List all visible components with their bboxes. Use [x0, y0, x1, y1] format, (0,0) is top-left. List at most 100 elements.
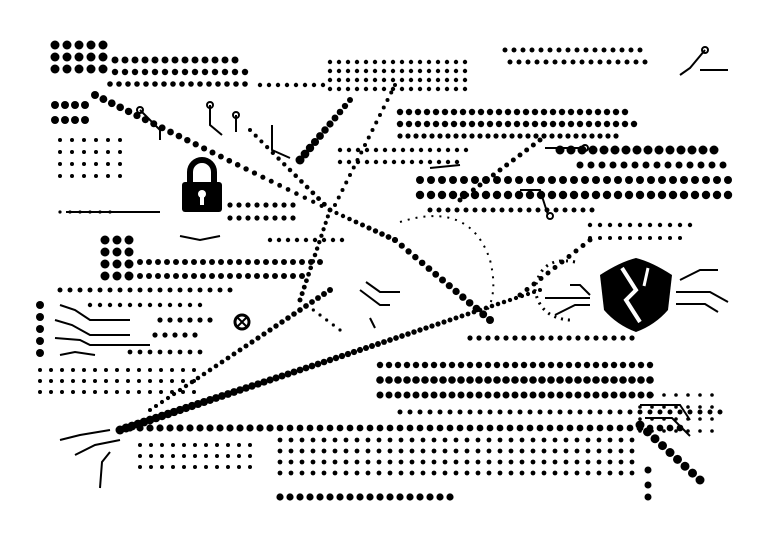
dot: [662, 393, 666, 397]
dot: [516, 424, 524, 432]
dot: [207, 317, 213, 323]
dot: [592, 176, 600, 184]
dot: [403, 376, 411, 384]
dot: [650, 405, 654, 409]
dot: [107, 99, 116, 108]
dot: [181, 68, 189, 76]
dot: [146, 273, 152, 279]
dot: [187, 302, 193, 308]
dot: [338, 328, 342, 332]
dot: [566, 424, 574, 432]
dot: [669, 176, 677, 184]
dot: [138, 454, 142, 458]
dot: [321, 126, 329, 134]
dot: [453, 459, 459, 465]
dot: [632, 145, 642, 155]
dot: [192, 141, 199, 148]
dot: [610, 376, 618, 384]
dot: [479, 310, 488, 319]
dot: [77, 287, 83, 293]
dot: [253, 133, 258, 138]
dot: [586, 424, 594, 432]
dot: [38, 379, 42, 383]
dot: [387, 437, 393, 443]
dot: [339, 237, 345, 243]
dot: [426, 190, 436, 200]
dot: [171, 443, 175, 447]
dot: [710, 393, 714, 397]
dot: [299, 448, 305, 454]
dot: [525, 190, 535, 200]
dot: [508, 459, 514, 465]
dot: [580, 190, 590, 200]
dot: [332, 354, 340, 362]
dot: [326, 493, 334, 501]
dot: [191, 273, 197, 279]
dot: [426, 86, 432, 92]
dot: [629, 437, 635, 443]
dot: [477, 108, 485, 116]
dot: [217, 287, 223, 293]
dot: [343, 448, 349, 454]
dot: [464, 459, 470, 465]
dot: [187, 287, 193, 293]
dot: [566, 254, 572, 259]
dot: [126, 379, 130, 383]
dot: [540, 120, 548, 128]
dot: [608, 236, 612, 240]
dot: [657, 190, 667, 200]
dot: [299, 259, 305, 265]
dot: [291, 311, 297, 317]
dot: [332, 459, 338, 465]
dot: [447, 409, 453, 415]
dot: [441, 319, 447, 325]
dot: [251, 170, 258, 176]
dot: [592, 376, 600, 384]
dot: [585, 120, 593, 128]
dot: [115, 379, 119, 383]
dot: [107, 302, 113, 308]
dot: [497, 448, 503, 454]
dot: [248, 454, 252, 458]
dot: [305, 303, 309, 307]
dot: [179, 81, 185, 87]
dot: [448, 391, 456, 399]
dot: [36, 325, 44, 333]
dot: [381, 59, 387, 65]
dot: [355, 158, 360, 162]
dot: [637, 222, 643, 228]
dot: [677, 409, 683, 415]
dot: [417, 68, 423, 74]
dot: [538, 288, 542, 292]
dot: [348, 173, 352, 177]
dot: [574, 470, 580, 476]
dot: [662, 405, 666, 409]
dot: [444, 86, 450, 92]
dot: [475, 376, 483, 384]
dot: [249, 339, 255, 345]
dot: [676, 145, 686, 155]
dot: [555, 145, 565, 155]
dot: [100, 247, 110, 257]
dot: [97, 287, 103, 293]
dot: [266, 82, 272, 88]
dot: [160, 454, 164, 458]
dot: [495, 120, 503, 128]
dot: [294, 191, 299, 196]
dot: [549, 120, 557, 128]
dot: [149, 465, 153, 469]
dot: [465, 299, 474, 307]
dot: [453, 59, 459, 65]
dot: [336, 108, 344, 116]
dot: [317, 259, 323, 265]
dot: [522, 108, 530, 116]
dot: [621, 145, 631, 155]
dot: [376, 391, 384, 399]
dot: [299, 437, 305, 443]
dot: [314, 246, 320, 251]
dot: [58, 138, 62, 142]
dot: [336, 424, 344, 432]
dot: [98, 64, 108, 74]
dot: [517, 409, 523, 415]
dot: [236, 273, 242, 279]
